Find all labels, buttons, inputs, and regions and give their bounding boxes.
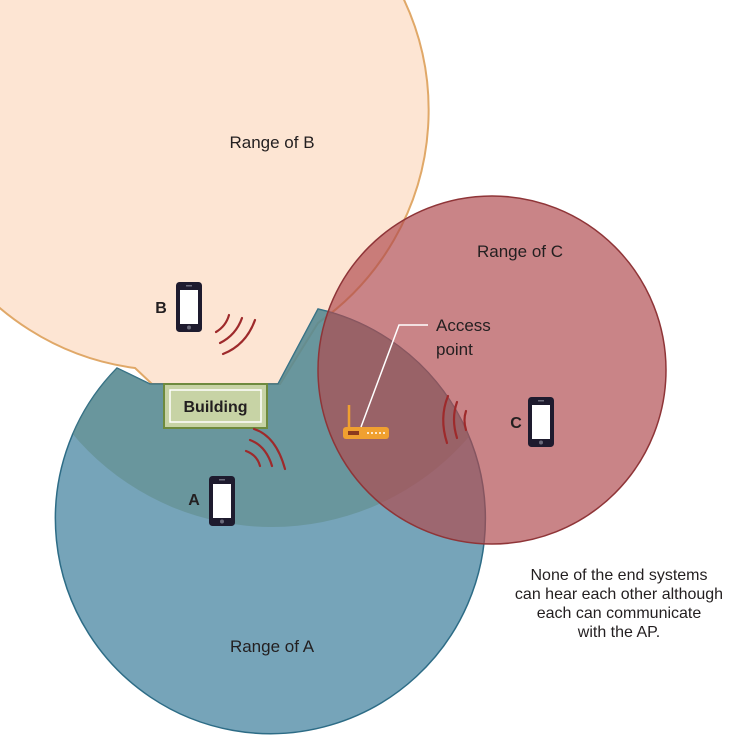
phone-c-icon [528, 397, 554, 447]
phone-b-icon [176, 282, 202, 332]
range-c-circle [317, 195, 667, 545]
building: Building [163, 383, 268, 429]
access-point-label-line1: Access [436, 316, 491, 335]
building-label: Building [184, 399, 248, 416]
phone-a-icon [209, 476, 235, 526]
range-b-label: Range of B [229, 133, 314, 152]
access-point-label-line2: point [436, 340, 473, 359]
access-point-icon [343, 405, 389, 439]
range-a-label: Range of A [230, 637, 315, 656]
caption-line-1: None of the end systems [530, 567, 708, 584]
caption-line-2: can hear each other although [514, 586, 724, 603]
device-b-label: B [155, 300, 167, 317]
caption-line-3: each can communicate [536, 605, 702, 622]
access-point-pointer [360, 324, 428, 428]
signal-waves-b-icon [214, 313, 257, 356]
device-c-label: C [510, 415, 522, 432]
device-a-label: A [188, 492, 200, 509]
caption-note: None of the end systems can hear each ot… [488, 566, 749, 642]
signal-waves-a-icon [244, 427, 287, 471]
range-b-circle [0, 0, 430, 429]
signal-waves-c-icon [442, 394, 468, 445]
range-c-label: Range of C [477, 242, 563, 261]
caption-line-4: with the AP. [577, 624, 661, 641]
